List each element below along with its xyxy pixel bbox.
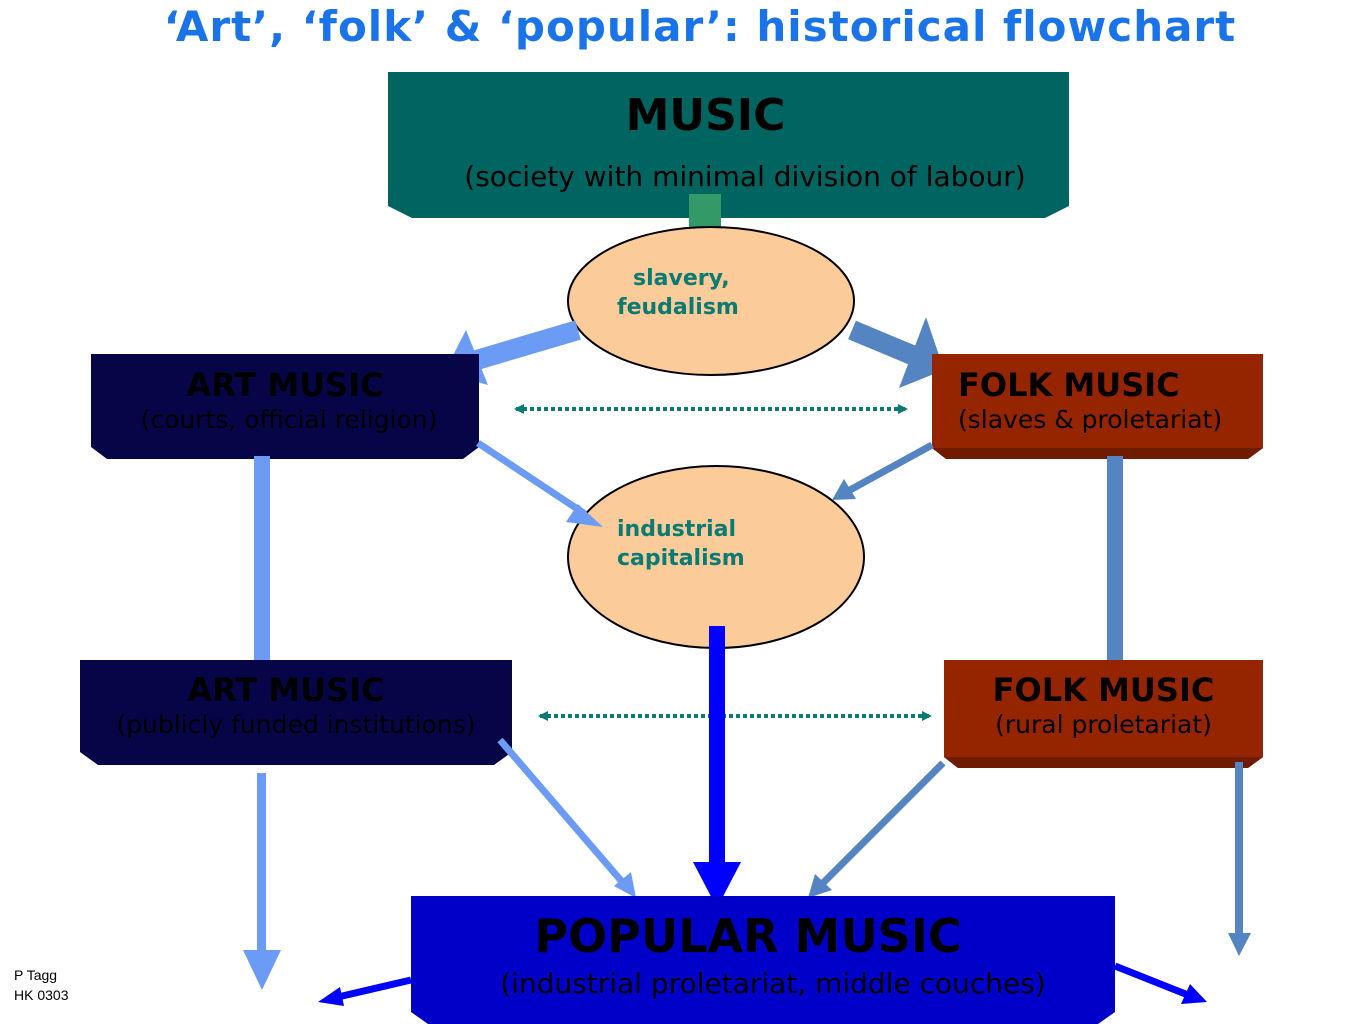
arrow-popular-right-head — [1181, 984, 1207, 1004]
music-subtitle-wrap: (society with minimal division of labour… — [420, 158, 1070, 196]
folk-box-2-shadow — [944, 757, 1263, 768]
arrow-folk2-down-head — [1228, 933, 1251, 956]
arrow-feudalism-to-folk-shaft — [848, 320, 916, 365]
stage-capitalism-line2: capitalism — [617, 546, 745, 571]
arrow-folk1-to-capitalism-head — [832, 479, 856, 500]
popular-music-node: POPULAR MUSIC (industrial proletariat, m… — [411, 906, 1115, 1002]
arrow-art2-to-popular-shaft — [497, 737, 627, 887]
folk-music-2-subtitle: (rural proletariat) — [995, 710, 1212, 739]
arrow-popular-right-shaft — [1113, 962, 1190, 999]
folk-vertical-connector — [1107, 456, 1123, 661]
art-music-box-1 — [91, 354, 479, 459]
popular-music-subtitle: (industrial proletariat, middle couches) — [500, 967, 1046, 1000]
arrow-folk2-to-popular-head — [808, 874, 832, 898]
stage-capitalism-line1: industrial — [617, 517, 737, 542]
folk-music-1-subtitle: (slaves & proletariat) — [958, 405, 1223, 434]
page-title: ‘Art’, ‘folk’ & ‘popular’: historical fl… — [163, 2, 1237, 51]
arrow-folk1-to-capitalism-shaft — [848, 441, 934, 494]
arrow-art2-down-shaft — [257, 773, 266, 953]
folk-music-node-1: FOLK MUSIC (slaves & proletariat) — [932, 365, 1263, 435]
stage-label-capitalism: industrial capitalism — [617, 515, 745, 573]
author-credit: P Tagg HK 0303 — [14, 965, 68, 1005]
credit-line-1: P Tagg — [14, 967, 58, 983]
folk-music-box-1 — [932, 354, 1263, 459]
art-music-1-heading: ART MUSIC — [186, 366, 384, 404]
music-subtitle: (society with minimal division of labour… — [464, 160, 1026, 193]
arrow-folk2-to-popular-shaft — [819, 760, 946, 887]
folk-music-node-2: FOLK MUSIC (rural proletariat) — [944, 670, 1263, 740]
art-vertical-connector — [254, 456, 270, 661]
arrow-art1-to-capitalism-shaft — [476, 440, 587, 517]
folk-box-1-shadow — [932, 448, 1263, 459]
music-box — [388, 72, 1069, 218]
arrow-capitalism-to-popular-shaft — [709, 626, 725, 866]
arrow-art2-down-head — [243, 950, 281, 990]
folk-music-box-2 — [944, 660, 1263, 768]
art-music-2-heading: ART MUSIC — [187, 671, 385, 709]
art-music-node-2: ART MUSIC (publicly funded institutions) — [80, 670, 512, 740]
arrow-popular-left-head — [318, 987, 344, 1006]
popular-music-heading: POPULAR MUSIC — [534, 909, 962, 963]
stage-oval-feudalism — [567, 226, 855, 376]
art-music-node-1: ART MUSIC (courts, official religion) — [91, 365, 479, 435]
stage-feudalism-line1: slavery, — [633, 266, 730, 291]
arrow-popular-left-shaft — [337, 976, 412, 1001]
art-music-2-subtitle: (publicly funded institutions) — [116, 710, 476, 739]
stage-feudalism-line2: feudalism — [617, 295, 739, 320]
arrow-feudalism-to-art-shaft — [467, 320, 581, 372]
credit-line-2: HK 0303 — [14, 987, 69, 1003]
stage-label-feudalism: slavery, feudalism — [617, 264, 739, 322]
art-music-1-subtitle: (courts, official religion) — [140, 405, 438, 434]
folk-music-1-heading: FOLK MUSIC — [958, 366, 1180, 404]
arrow-art1-to-capitalism-head — [566, 504, 603, 527]
music-node: MUSIC — [388, 86, 1023, 146]
arrow-folk2-down-shaft — [1235, 762, 1243, 937]
arrow-capitalism-to-popular-head — [693, 862, 741, 908]
music-heading: MUSIC — [625, 90, 786, 141]
folk-music-2-heading: FOLK MUSIC — [992, 671, 1215, 709]
arrow-art2-to-popular-head — [614, 872, 636, 898]
art-music-box-2 — [80, 660, 512, 765]
popular-music-box — [411, 896, 1115, 1024]
